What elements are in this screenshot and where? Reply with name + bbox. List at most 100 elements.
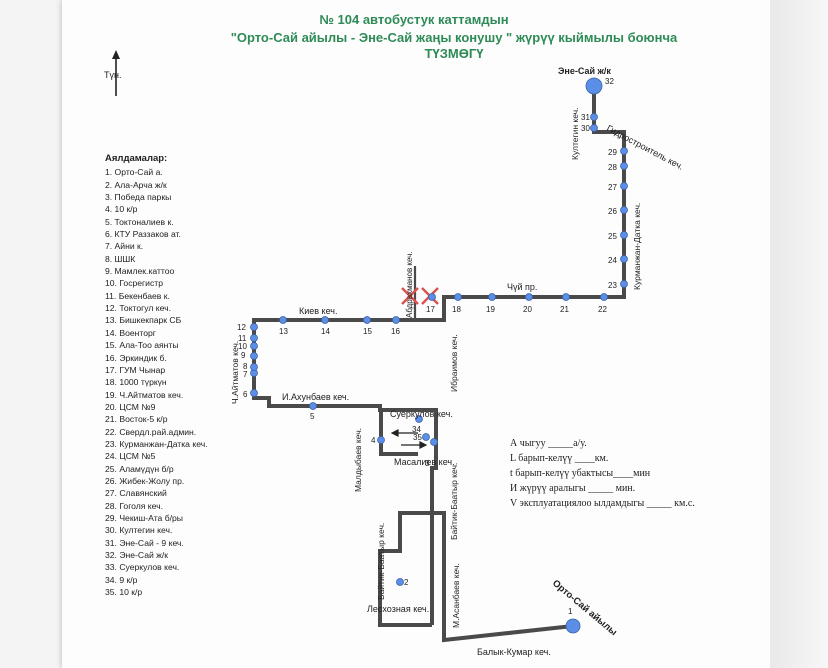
stop-3 (430, 438, 438, 446)
ibraimov-street-label: Ибраимов кеч. (449, 334, 459, 392)
legend-item: 33. Суеркулов кеч. (105, 562, 180, 573)
closed-cross-icon (401, 287, 419, 305)
stop-28 (620, 162, 628, 170)
stop-17 (428, 293, 436, 301)
stop-number: 12 (237, 323, 246, 332)
stops-legend: Аялдамалар: 1. Орто-Сай а. 2. Ала-Арча ж… (105, 153, 208, 598)
stop-26 (620, 206, 628, 214)
maldybaev-street-label: Малдыбаев кеч. (353, 428, 363, 492)
legend-item: 7. Айни к. (105, 241, 144, 252)
stop-number: 7 (243, 370, 248, 379)
map-sheet (62, 0, 770, 668)
stop-number: 32 (605, 77, 614, 86)
direction-arrow-icon (390, 429, 399, 437)
page-margin-left (0, 0, 62, 668)
stop-13 (279, 316, 287, 324)
legend-item: 8. ШШК (105, 253, 136, 264)
legend-item: 30. Култегин кеч. (105, 525, 173, 536)
stop-24 (620, 255, 628, 263)
masaliev-street-label: Масалиев кеч. (394, 457, 455, 467)
map-title-line1: № 104 автобустук каттамдын (319, 12, 509, 27)
legend-item: 16. Эркиндик б. (105, 352, 167, 363)
legend-item: 24. ЦСМ №5 (105, 451, 156, 462)
kultegin-street-label: Култегин кеч. (570, 108, 580, 160)
stop-31 (590, 113, 598, 121)
legend-item: 35. 10 к/р (105, 587, 143, 598)
legend-item: 25. Аламүдүн б/р (105, 463, 174, 474)
stop-number: 3 (425, 459, 430, 468)
aitmatov-street-label: Ч.Айтматов кеч. (230, 341, 240, 404)
stop-number: 31 (581, 113, 590, 122)
stop-number: 19 (486, 305, 495, 314)
bus-stops (250, 77, 628, 634)
stop-number: 23 (608, 281, 617, 290)
param-interval: И жүрүү аралыгы _____ мин. (510, 483, 636, 494)
stop-11 (250, 334, 258, 342)
stop-2 (396, 578, 404, 586)
ene-sai-label: Эне-Сай ж/к (558, 66, 611, 76)
north-label: Түн. (104, 70, 122, 80)
stop-number: 4 (371, 436, 376, 445)
route-path-loop (379, 410, 418, 456)
stop-14 (321, 316, 329, 324)
page-margin-right (770, 0, 828, 668)
legend-item: 29. Чекиш-Ата б/ры (105, 512, 183, 523)
stop-number: 20 (523, 305, 532, 314)
direction-arrow-icon (419, 441, 428, 449)
stop-25 (620, 231, 628, 239)
direction-arrows (390, 429, 428, 449)
stop-6 (250, 389, 258, 397)
stop-number: 29 (608, 148, 617, 157)
legend-item: 17. ГУМ Чынар (105, 364, 166, 375)
stop-27 (620, 182, 628, 190)
stop-8 (250, 363, 258, 371)
legend-item: 23. Курманжан-Датка кеч. (105, 438, 208, 449)
legend-item: 28. Гоголя кеч. (105, 500, 163, 511)
stop-20 (525, 293, 533, 301)
gidrostroitel-street-label: Гидростроитель кеч. (605, 123, 685, 172)
legend-item: 14. Военторг (105, 327, 156, 338)
stop-30 (590, 124, 598, 132)
param-trip-time: t барып-келүү убактысы____мин (510, 468, 651, 479)
stop-34 (415, 415, 423, 423)
stop-9 (250, 352, 258, 360)
legend-item: 34. 9 к/р (105, 574, 138, 585)
stop-22 (600, 293, 608, 301)
legend-item: 10. Госрегистр (105, 278, 163, 289)
legend-title: Аялдамалар: (105, 153, 168, 164)
stop-35 (422, 433, 430, 441)
route-path-baitik (252, 88, 626, 625)
param-departures: А чыгуу _____а/у. (510, 438, 587, 449)
route-line (252, 88, 626, 643)
legend-item: 9. Мамлек.каттоо (105, 266, 175, 277)
masanbaev-street-label: М.Асанбаев кеч. (451, 563, 461, 628)
stop-number: 21 (560, 305, 569, 314)
terminal-stop-ene-sai (585, 77, 603, 95)
legend-item: 13. Бишкекпарк СБ (105, 315, 182, 326)
suerkulov-street-label: Суеркулов кеч. (390, 409, 453, 419)
map-title-line3: ТҮЗМӨГҮ (424, 46, 484, 61)
legend-item: 11. Бекенбаев к. (105, 290, 170, 301)
legend-item: 26. Жибек-Жолу пр. (105, 475, 185, 486)
baitik-street-label-upper: Байтик-Баатыр кеч. (449, 463, 459, 540)
stop-number: 9 (241, 351, 246, 360)
legend-item: 22. Свердл.рай.админ. (105, 426, 197, 437)
map-title-line2: "Орто-Сай айылы - Эне-Сай жаңы конушу " … (230, 30, 678, 45)
stop-number: 34 (412, 425, 421, 434)
abdrahmanov-street-label: Абдрахманов кеч. (405, 251, 414, 318)
stop-number: 11 (238, 334, 247, 343)
stop-12 (250, 323, 258, 331)
stop-23 (620, 280, 628, 288)
param-distance: L барып-келүү ____км. (510, 453, 609, 464)
stop-21 (562, 293, 570, 301)
kiev-street-label: Киев кеч. (299, 306, 338, 316)
stop-number: 5 (310, 412, 315, 421)
chui-street-label: Чүй пр. (507, 282, 537, 292)
stop-number: 27 (608, 183, 617, 192)
legend-item: 18. 1000 түркүн (105, 377, 167, 388)
legend-item: 2. Ала-Арча ж/к (105, 179, 167, 190)
stop-15 (363, 316, 371, 324)
stop-10 (250, 342, 258, 350)
north-arrow-icon (112, 50, 120, 96)
